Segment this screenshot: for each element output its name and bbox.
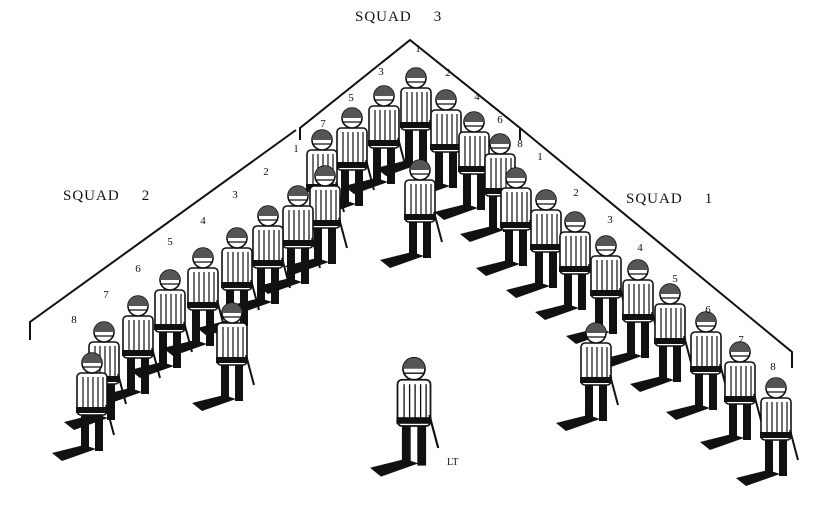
squad1-position-number: 6	[705, 304, 711, 316]
squad1-position-number: 8	[770, 361, 776, 373]
squad1-position-number: 4	[637, 242, 643, 254]
squad1-position-number: 1	[537, 151, 543, 163]
squad2-position-number: 2	[263, 166, 269, 178]
squad2-position-number: 4	[200, 215, 206, 227]
squad2-position-number: 7	[103, 289, 109, 301]
squad2-position-number: 1	[293, 143, 299, 155]
squad1-position-number: 7	[738, 334, 744, 346]
squad3-position-number: 2	[445, 67, 451, 79]
squad1-position-number: 3	[607, 214, 613, 226]
squad3-position-number: 6	[497, 114, 503, 126]
squad2-position-number: 6	[135, 263, 141, 275]
squad1-position-number: 5	[672, 273, 678, 285]
squad3-position-number: 5	[348, 92, 354, 104]
squad3-position-number: 7	[320, 118, 326, 130]
squad3-position-number: 1	[415, 43, 421, 55]
lieutenant-label: LT	[447, 457, 458, 468]
squad3-position-number: 4	[474, 91, 480, 103]
squad1-position-number: 2	[573, 187, 579, 199]
squad3-position-number: 3	[378, 66, 384, 78]
lieutenant-figure	[370, 358, 438, 477]
squad2-position-number: 5	[167, 236, 173, 248]
squad2-position-number: 8	[71, 314, 77, 326]
squad2-position-number: 3	[232, 189, 238, 201]
squad3-position-number: 8	[517, 138, 523, 150]
